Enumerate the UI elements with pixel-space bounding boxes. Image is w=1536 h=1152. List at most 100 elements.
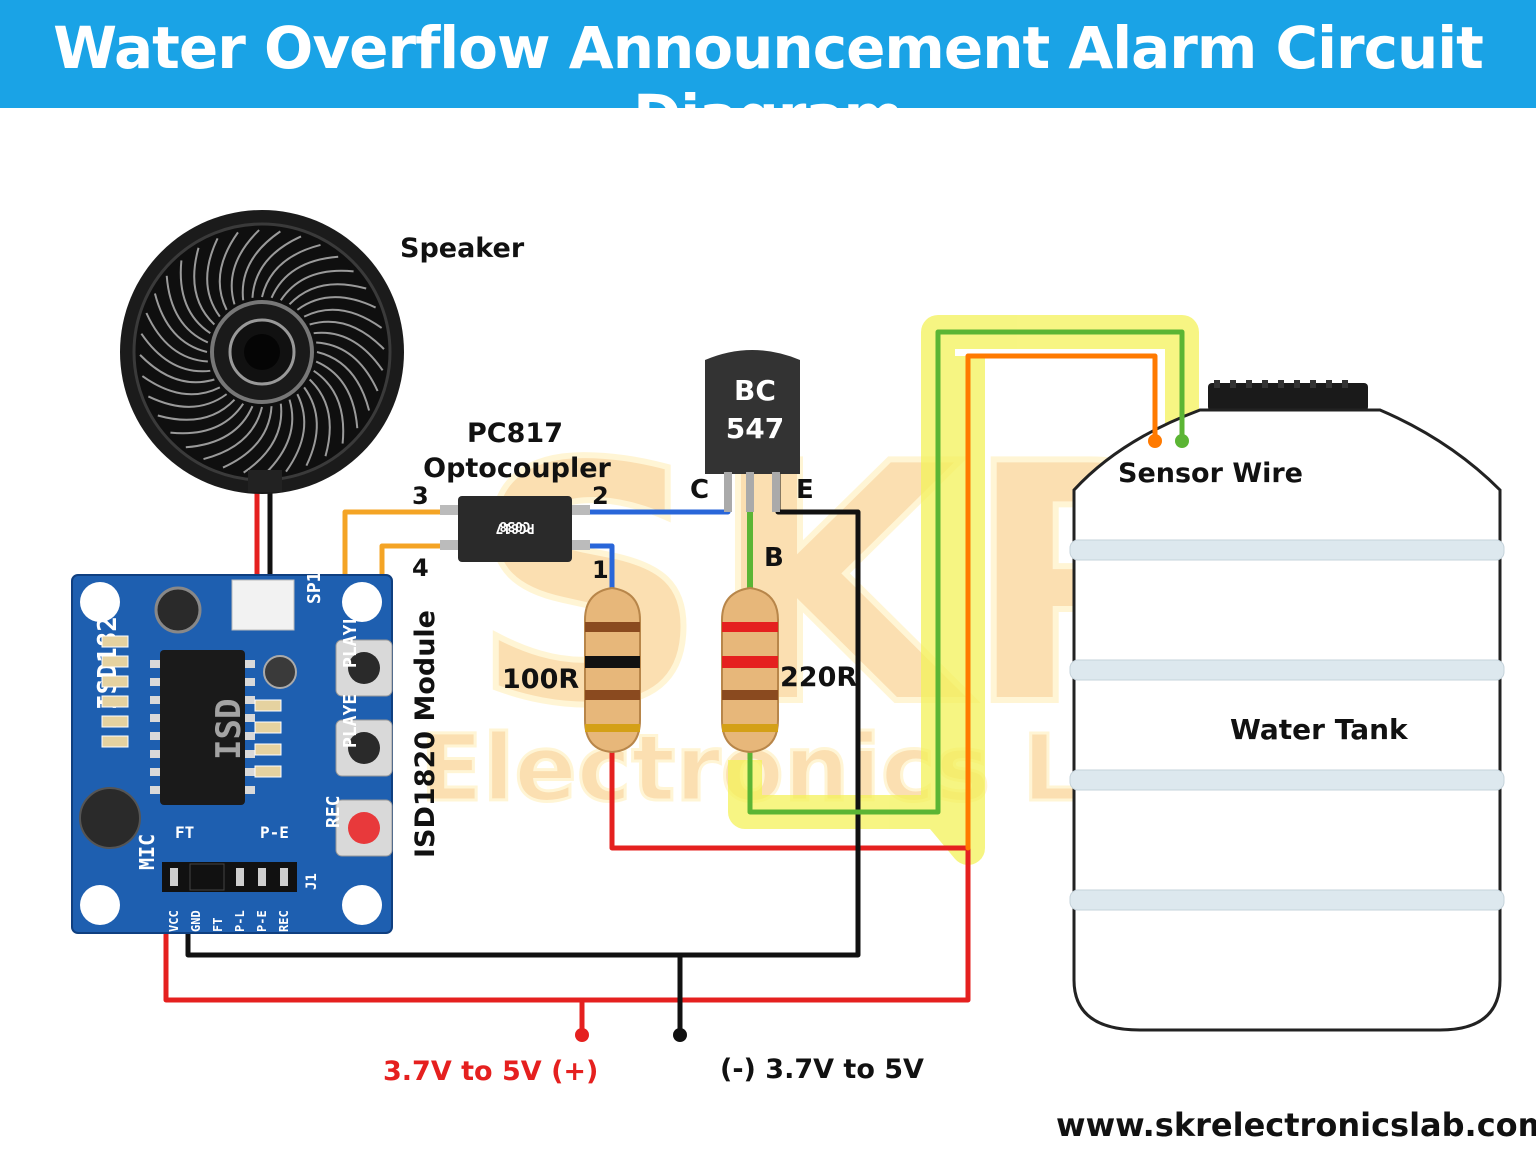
- water-tank: [1069, 380, 1505, 1032]
- label-positive-supply: 3.7V to 5V (+): [383, 1056, 598, 1087]
- speaker-fin: [141, 375, 221, 396]
- pcb-label-playl: PLAYL: [340, 614, 361, 668]
- speaker-fin: [285, 393, 306, 473]
- pcb-pin-label: REC: [277, 910, 291, 932]
- speaker-fin: [185, 405, 254, 449]
- speaker-fin: [139, 354, 215, 384]
- speaker-fin: [316, 341, 379, 392]
- speaker-fin: [308, 378, 331, 457]
- pcb-pin-label: P-E: [255, 910, 269, 932]
- speaker-fin: [264, 399, 294, 475]
- bc547-transistor: BC 547: [705, 350, 800, 512]
- label-pin-e: E: [796, 475, 814, 505]
- label-r1: 100R: [502, 664, 579, 695]
- speaker-fin: [261, 243, 321, 298]
- tank-body: [1072, 408, 1502, 1032]
- positive-terminal: [575, 1028, 589, 1042]
- tank-band: [1069, 659, 1505, 681]
- chip-pin: [245, 696, 255, 704]
- negative-terminal: [673, 1028, 687, 1042]
- wire-positive: [163, 747, 971, 1003]
- speaker-fin: [288, 283, 367, 306]
- opto-chip-text: PC817: [495, 520, 534, 535]
- chip-pin: [150, 678, 160, 686]
- tank-band: [1069, 889, 1505, 911]
- resistor-220r: [721, 586, 779, 754]
- label-opto-type: Optocoupler: [423, 453, 611, 484]
- tank-band: [1069, 539, 1505, 561]
- pcb-label-rec: REC: [323, 795, 344, 828]
- speaker-fin: [313, 331, 384, 371]
- chip-pin: [150, 750, 160, 758]
- label-opto-name: PC817: [467, 418, 563, 449]
- speaker-fin: [316, 351, 371, 411]
- pcb-pin-label: P-L: [233, 910, 247, 932]
- tank-band: [1069, 769, 1505, 791]
- chip-pin: [245, 750, 255, 758]
- pcb-label-sp1: SP1: [304, 571, 325, 604]
- pcb-label-j1: J1: [304, 873, 320, 890]
- speaker-fin: [140, 333, 211, 373]
- resistor-100r: [584, 586, 641, 754]
- speaker-fin: [170, 403, 245, 435]
- chip-pin: [150, 714, 160, 722]
- speaker-fin: [313, 369, 345, 444]
- speaker-fin: [147, 393, 228, 408]
- transistor-label-bc: BC: [734, 374, 776, 407]
- speaker-fin: [153, 293, 208, 353]
- speaker-fin: [309, 320, 385, 350]
- chip-pin: [150, 660, 160, 668]
- label-website: www.skrelectronicslab.com: [1056, 1106, 1536, 1144]
- wire-sensor-green: [747, 329, 1185, 815]
- pcb-board-name: ISD1820: [93, 600, 123, 710]
- pcb-label-ft: FT: [175, 823, 194, 842]
- pcb-pin-label: FT: [211, 918, 225, 932]
- chip-pin: [245, 732, 255, 740]
- label-pin2: 2: [592, 482, 609, 510]
- label-speaker: Speaker: [400, 233, 525, 264]
- label-sensor-wire: Sensor Wire: [1118, 458, 1303, 489]
- tank-cap: [1208, 383, 1368, 411]
- chip-pin: [245, 768, 255, 776]
- speaker-fin: [270, 255, 339, 299]
- pcb-pin-label: VCC: [167, 910, 181, 932]
- speaker-fin: [145, 312, 208, 363]
- speaker-fin: [157, 398, 236, 421]
- pc817-optocoupler: PC817 C038: [440, 496, 590, 562]
- speaker-fin: [243, 403, 283, 474]
- label-module: ISD1820 Module: [410, 610, 441, 858]
- speaker: [120, 210, 404, 494]
- chip-pin: [150, 768, 160, 776]
- label-water-tank: Water Tank: [1230, 713, 1409, 746]
- pcb-pin-label: GND: [189, 910, 203, 932]
- label-r2: 220R: [780, 662, 857, 693]
- speaker-fin: [279, 269, 354, 301]
- speaker-fin: [218, 231, 239, 311]
- speaker-fin: [203, 406, 263, 461]
- speaker-fin: [222, 406, 273, 469]
- title-bar: Water Overflow Announcement Alarm Circui…: [0, 0, 1536, 150]
- sensor-tip-green: [1175, 434, 1189, 448]
- wire-opto-pin1: [577, 543, 615, 593]
- chip-pin: [245, 660, 255, 668]
- label-pin-b: B: [764, 543, 784, 573]
- pcb-label-mic: MIC: [135, 834, 159, 870]
- labels: Speaker PC817 Optocoupler 3 4 2 1 C E B …: [383, 233, 1536, 1144]
- chip-pin: [245, 678, 255, 686]
- speaker-fin: [241, 230, 281, 301]
- isd1820-module: SP1 ISD ISD1820 MIC FT P-E J1: [71, 571, 393, 934]
- speaker-fin: [193, 247, 216, 326]
- pcb-chip-text: ISD: [209, 699, 249, 760]
- speaker-fin: [296, 296, 377, 311]
- speaker-fin: [303, 386, 318, 467]
- pcb-label-playe: PLAYE: [340, 694, 361, 748]
- speaker-fin: [251, 235, 302, 298]
- speaker-fin: [179, 260, 211, 335]
- chip-pin: [245, 786, 255, 794]
- speaker-fin: [206, 237, 221, 318]
- speaker-fin: [303, 308, 383, 329]
- chip-pin: [150, 786, 160, 794]
- wire-sensor-orange: [965, 353, 1158, 851]
- opto-chip-code: C038: [499, 518, 530, 533]
